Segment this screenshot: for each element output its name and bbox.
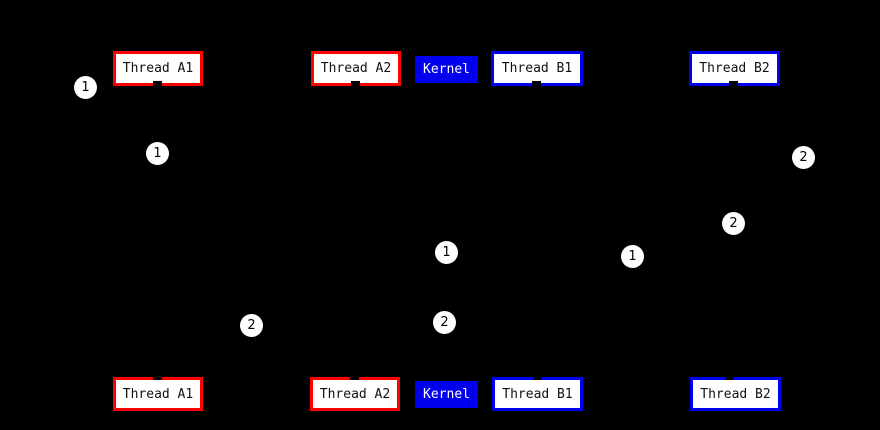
lifeline-tick xyxy=(351,81,360,88)
step-marker-circle: 2 xyxy=(792,146,815,169)
actor-box-thread-b1-top: Thread B1 xyxy=(491,51,583,86)
lifeline-tick xyxy=(350,373,359,380)
step-marker-circle: 2 xyxy=(722,212,745,235)
lifeline-tick xyxy=(153,373,162,380)
step-marker-circle: 1 xyxy=(621,245,644,268)
step-marker-circle: 1 xyxy=(74,76,97,99)
step-marker-circle: 1 xyxy=(435,241,458,264)
lifeline-tick xyxy=(729,81,738,88)
actor-box-kernel-top: Kernel xyxy=(415,56,478,83)
lifeline-tick xyxy=(153,81,162,88)
actor-box-thread-a2-bottom: Thread A2 xyxy=(310,377,400,411)
actor-box-thread-b1-bottom: Thread B1 xyxy=(492,377,583,411)
step-marker-circle: 2 xyxy=(433,311,456,334)
lifeline-tick xyxy=(533,373,542,380)
actor-box-thread-b2-bottom: Thread B2 xyxy=(690,377,781,411)
lifeline-tick xyxy=(725,373,734,380)
lifeline-tick xyxy=(532,81,541,88)
step-marker-circle: 2 xyxy=(240,314,263,337)
actor-box-thread-a1-top: Thread A1 xyxy=(113,51,203,86)
step-marker-circle: 1 xyxy=(146,142,169,165)
actor-box-kernel-bottom: Kernel xyxy=(415,381,478,408)
actor-box-thread-a1-bottom: Thread A1 xyxy=(113,377,203,411)
